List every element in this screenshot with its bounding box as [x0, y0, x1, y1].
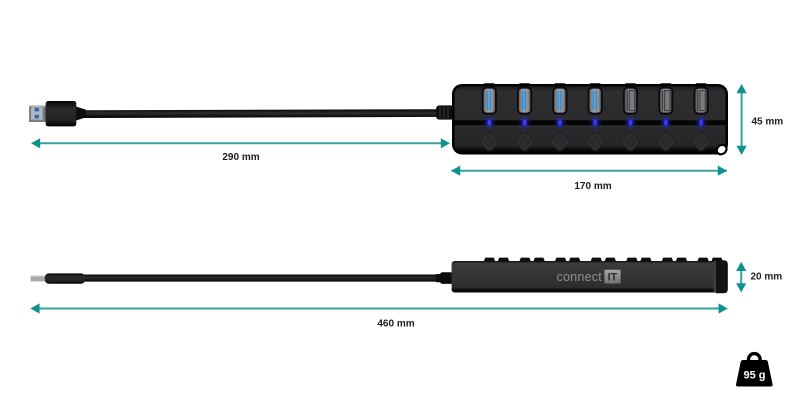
svg-text:460 mm: 460 mm: [377, 319, 414, 330]
svg-text:290 mm: 290 mm: [222, 152, 259, 163]
svg-text:45 mm: 45 mm: [752, 117, 784, 128]
svg-text:170 mm: 170 mm: [574, 181, 611, 192]
svg-text:20 mm: 20 mm: [751, 272, 783, 283]
svg-text:95 g: 95 g: [743, 370, 765, 382]
svg-text:IT: IT: [608, 271, 618, 283]
svg-text:connect: connect: [556, 270, 602, 284]
